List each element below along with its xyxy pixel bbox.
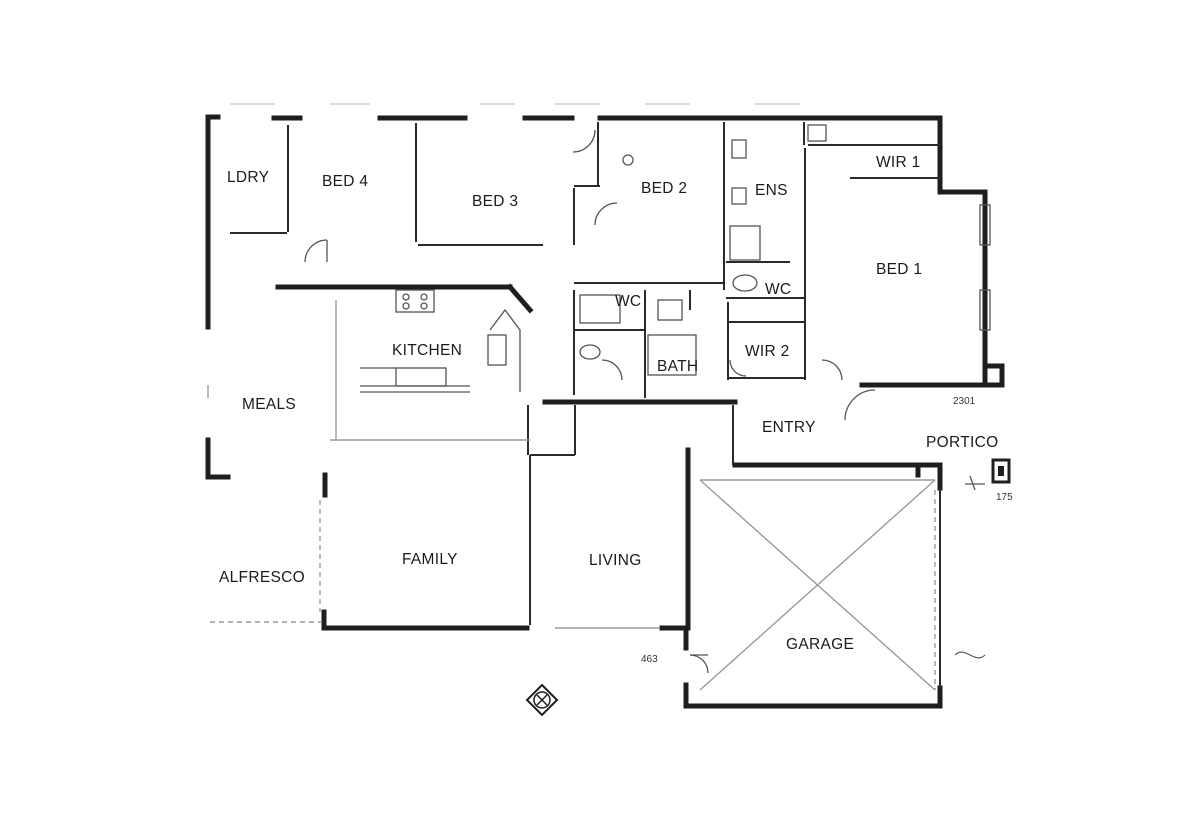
entry-arrow (965, 475, 985, 491)
bed1-windows (979, 204, 991, 331)
bathroom-fixtures (579, 124, 827, 376)
room-label-portico: PORTICO (926, 434, 998, 451)
room-label-meals: MEALS (242, 396, 296, 413)
room-label-kitchen: KITCHEN (392, 342, 462, 359)
room-labels: LDRY BED 4 BED 3 BED 2 ENS WIR 1 BED 1 W… (219, 154, 998, 653)
room-label-wir2: WIR 2 (745, 343, 790, 360)
room-label-ldry: LDRY (227, 169, 269, 186)
room-label-ens: ENS (755, 182, 788, 199)
portico-post (991, 458, 1011, 484)
room-label-family: FAMILY (402, 551, 458, 568)
room-label-wc-1: WC (615, 293, 641, 310)
dimension-label-175: 175 (996, 492, 1013, 503)
door-swings (304, 129, 876, 674)
room-label-alfresco: ALFRESCO (219, 569, 305, 586)
north-arrow-icon (525, 683, 559, 717)
exterior-walls (205, 114, 1005, 709)
kitchen-fixtures (360, 289, 521, 393)
room-label-living: LIVING (589, 552, 642, 569)
room-label-bed2: BED 2 (641, 180, 687, 197)
room-label-entry: ENTRY (762, 419, 816, 436)
dimension-labels: 2301 463 175 (641, 396, 1013, 665)
room-label-garage: GARAGE (786, 636, 854, 653)
interior-walls (230, 122, 941, 688)
open-edges (207, 300, 936, 691)
squiggle-mark (954, 651, 986, 659)
room-label-bath: BATH (657, 358, 698, 375)
dimension-label-2301: 2301 (953, 396, 976, 407)
room-label-bed3: BED 3 (472, 193, 518, 210)
room-label-wc-2: WC (765, 281, 791, 298)
room-label-bed1: BED 1 (876, 261, 922, 278)
dimension-label-463: 463 (641, 654, 658, 665)
room-label-wir1: WIR 1 (876, 154, 921, 171)
room-label-bed4: BED 4 (322, 173, 368, 190)
